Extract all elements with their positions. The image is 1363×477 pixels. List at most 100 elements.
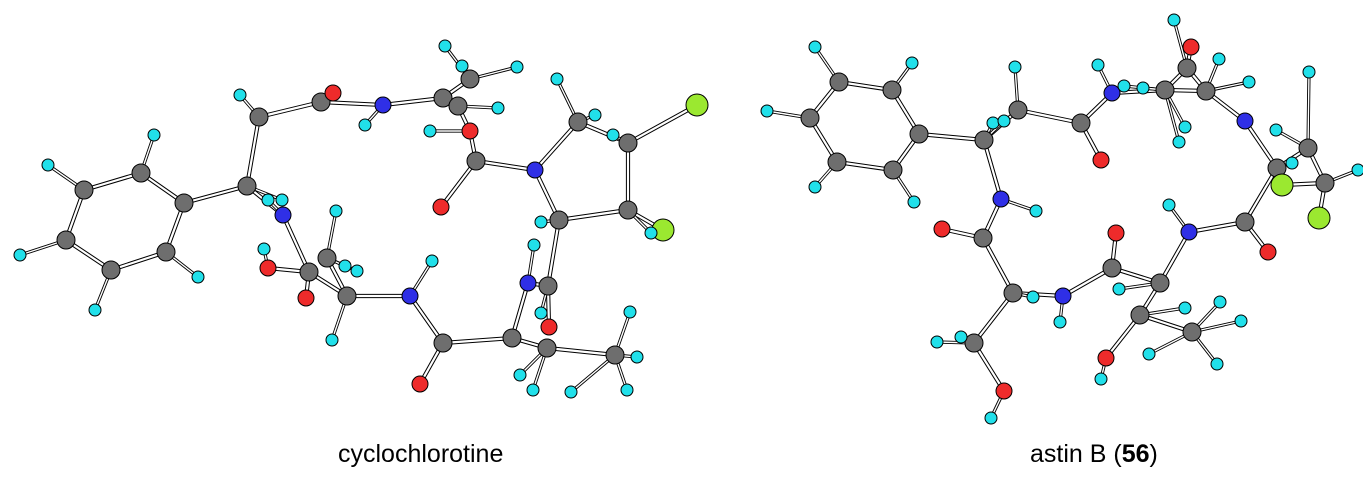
carbon-atom [433,88,453,108]
hydrogen-atom [1269,123,1283,137]
hydrogen-atom [513,368,527,382]
hydrogen-atom [491,101,505,115]
hydrogen-atom [808,180,822,194]
carbon-atom [466,151,486,171]
carbon-atom [433,333,453,353]
carbon-atom [909,124,929,144]
bond [181,183,250,206]
hydrogen-atom [1136,81,1150,95]
hydrogen-atom [620,383,634,397]
compound-number: 56 [1121,440,1150,468]
bond [509,280,531,341]
oxygen-atom [432,198,450,216]
carbon-atom [1155,80,1175,100]
carbon-atom [1177,58,1197,78]
hydrogen-atom [1112,282,1126,296]
hydrogen-atom [1162,198,1176,212]
hydrogen-atom [954,330,968,344]
oxygen-atom [1182,38,1200,56]
carbon-atom [549,210,569,230]
hydrogen-atom [1117,79,1131,93]
nitrogen-atom [374,96,392,114]
bond [407,293,446,346]
oxygen-atom [324,84,342,102]
bond [545,217,562,289]
hydrogen-atom [1091,58,1105,72]
bond [980,235,1016,296]
chlorine-atom [1307,206,1331,230]
bond [1306,70,1311,150]
bond [556,207,631,223]
hydrogen-atom [907,195,921,209]
astin-b-caption-close: ) [1149,440,1158,468]
hydrogen-atom [623,305,637,319]
carbon-atom [156,242,176,262]
hydrogen-atom [550,72,564,86]
hydrogen-atom [564,385,578,399]
hydrogen-atom [1094,372,1108,386]
hydrogen-atom [986,116,1000,130]
carbon-atom [249,107,269,127]
bond [108,249,169,273]
carbon-atom [618,200,638,220]
hydrogen-atom [329,204,343,218]
oxygen-atom [1259,243,1277,261]
hydrogen-atom [1178,120,1192,134]
carbon-atom [448,96,468,116]
hydrogen-atom [1302,65,1316,79]
carbon-atom [882,80,902,100]
carbon-atom [299,262,319,282]
carbon-atom [174,193,194,213]
hydrogen-atom [338,259,352,273]
nitrogen-atom [274,206,292,224]
hydrogen-atom [13,248,27,262]
carbon-atom [460,69,480,89]
chlorine-atom [685,93,709,117]
hydrogen-atom [510,60,524,74]
hydrogen-atom [1167,13,1181,27]
bond [438,158,479,210]
carbon-atom [1003,283,1023,303]
oxygen-atom [995,382,1013,400]
bond [380,95,446,108]
hydrogen-atom [526,383,540,397]
cyclochlorotine-caption: cyclochlorotine [338,440,504,468]
nitrogen-atom [401,287,419,305]
bond [81,170,144,193]
hydrogen-atom [423,124,437,138]
carbon-atom [883,160,903,180]
carbon-atom [538,276,558,296]
nitrogen-atom [1236,112,1254,130]
carbon-atom [618,133,638,153]
nitrogen-atom [1054,287,1072,305]
hydrogen-atom [1234,314,1248,328]
hydrogen-atom [1172,135,1186,149]
oxygen-atom [461,122,479,140]
carbon-atom [1196,81,1216,101]
hydrogen-atom [1285,156,1299,170]
carbon-atom [1150,273,1170,293]
hydrogen-atom [261,193,275,207]
oxygen-atom [1097,349,1115,367]
hydrogen-atom [1242,75,1256,89]
carbon-atom [337,286,357,306]
oxygen-atom [933,220,951,238]
carbon-atom [311,92,331,112]
bond [1242,165,1280,225]
carbon-atom [1071,113,1091,133]
nitrogen-atom [1103,84,1121,102]
bond [1157,229,1192,286]
hydrogen-atom [630,350,644,364]
hydrogen-atom [534,306,548,320]
carbon-atom [1315,173,1335,193]
carbon-atom [1102,258,1122,278]
nitrogen-atom [992,190,1010,208]
hydrogen-atom [905,56,919,70]
hydrogen-atom [644,226,658,240]
hydrogen-atom [1053,315,1067,329]
bond [569,353,617,394]
hydrogen-atom [1212,52,1226,66]
carbon-atom [1235,212,1255,232]
carbon-atom [537,338,557,358]
carbon-atom [568,112,588,132]
